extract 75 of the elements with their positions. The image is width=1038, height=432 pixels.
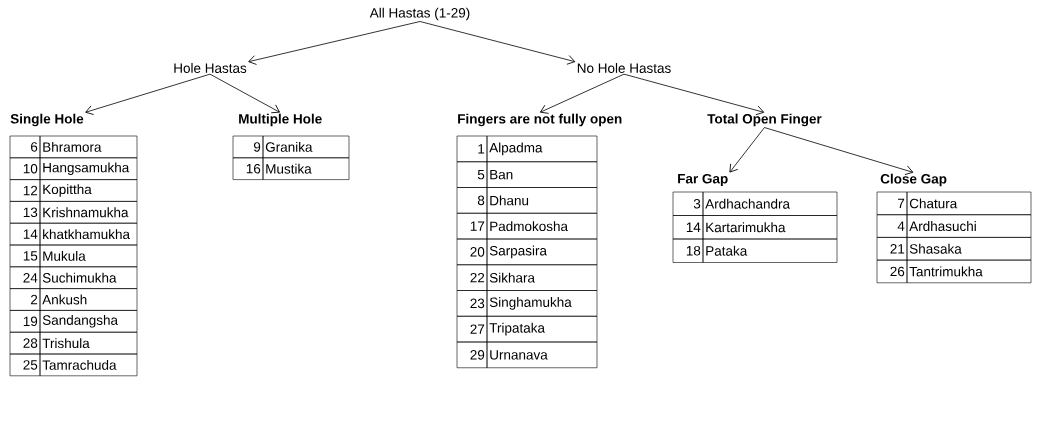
table-cell: Ankush — [39, 288, 138, 311]
table-cell: 12 — [9, 179, 41, 202]
table-cell: 13 — [9, 201, 41, 224]
table-cell: Dhanu — [486, 187, 598, 214]
table-cell: Mukula — [39, 244, 138, 268]
table-cell: Ardhasuchi — [906, 214, 1032, 238]
table-cell: Padmokosha — [486, 212, 598, 240]
table-cell: 6 — [9, 135, 41, 159]
table-cell: 14 — [9, 222, 41, 246]
arrow — [540, 73, 625, 114]
arrow — [419, 21, 576, 65]
table-cell: Pataka — [702, 238, 838, 263]
table-cell: 22 — [456, 264, 488, 291]
table-cell: Krishnamukha — [39, 201, 138, 224]
table-cell: Suchimukha — [39, 266, 138, 289]
table-cell: 4 — [876, 214, 908, 238]
table-cell: Ardhachandra — [702, 191, 838, 216]
arrow — [623, 73, 765, 116]
table-cell: 27 — [456, 315, 488, 343]
table-cell: Granika — [262, 135, 350, 159]
table-cell: 26 — [876, 259, 908, 284]
category-label: Hole Hastas — [174, 63, 247, 73]
table-cell: Chatura — [906, 191, 1032, 215]
table-cell: Trishula — [39, 331, 138, 355]
table-cell: Tripataka — [486, 315, 598, 343]
arrow — [209, 73, 280, 114]
table-cell: 23 — [456, 290, 488, 317]
table-cell: 1 — [456, 135, 488, 163]
table-cell: 7 — [876, 191, 908, 215]
arrow — [729, 127, 765, 173]
table-cell: Ban — [486, 161, 598, 188]
table-cell: Hangsamukha — [39, 157, 138, 180]
table-cell: 28 — [9, 331, 41, 355]
category-heading: Multiple Hole — [239, 113, 322, 127]
arrow — [248, 21, 421, 65]
table-cell: 16 — [232, 157, 264, 180]
table-cell: 2 — [9, 288, 41, 311]
arrow — [764, 127, 914, 175]
table-cell: Mustika — [262, 157, 350, 180]
table-cell: Urnanava — [486, 341, 598, 369]
table-cell: 9 — [232, 135, 264, 159]
category-label: All Hastas (1-29) — [369, 7, 470, 21]
table-cell: Alpadma — [486, 135, 598, 163]
arrow — [85, 73, 211, 115]
table-cell: Tantrimukha — [906, 259, 1032, 284]
table-cell: Bhramora — [39, 135, 138, 159]
table-cell: Shasaka — [906, 237, 1032, 261]
table-cell: 20 — [456, 238, 488, 266]
table-cell: 21 — [876, 237, 908, 261]
table-cell: Tamrachuda — [39, 353, 138, 377]
table-cell: 5 — [456, 161, 488, 188]
table-cell: Singhamukha — [486, 290, 598, 317]
category-heading: Single Hole — [10, 113, 84, 127]
table-cell: Kartarimukha — [702, 215, 838, 240]
table-cell: khatkhamukha — [39, 222, 138, 246]
table-cell: 3 — [672, 191, 704, 216]
table-cell: 24 — [9, 266, 41, 289]
table-cell: Sikhara — [486, 264, 598, 291]
table-cell: 29 — [456, 341, 488, 369]
table-cell: 18 — [672, 238, 704, 263]
table-cell: 15 — [9, 244, 41, 268]
table-cell: Sarpasira — [486, 238, 598, 266]
table-cell: 17 — [456, 212, 488, 240]
category-heading: Fingers are not fully open — [458, 113, 622, 127]
table-cell: 19 — [9, 310, 41, 333]
table-cell: 14 — [672, 215, 704, 240]
category-heading: Close Gap — [880, 173, 947, 187]
table-cell: 8 — [456, 187, 488, 214]
table-cell: Kopittha — [39, 179, 138, 202]
category-label: No Hole Hastas — [577, 63, 671, 73]
category-heading: Far Gap — [678, 173, 728, 187]
category-heading: Total Open Finger — [707, 113, 822, 127]
table-cell: 25 — [9, 353, 41, 377]
table-cell: Sandangsha — [39, 310, 138, 333]
table-cell: 10 — [9, 157, 41, 180]
